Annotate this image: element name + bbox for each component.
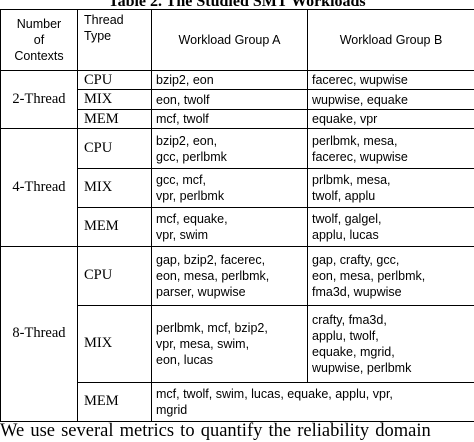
header-group-b: Workload Group B [308, 10, 474, 71]
group-a-cell: gap, bzip2, facerec, eon, mesa, perlbmk,… [152, 246, 308, 305]
table-row: 2-Thread CPU bzip2, eon facerec, wupwise [1, 70, 474, 90]
group-b-cell: prlbmk, mesa, twolf, applu [308, 168, 474, 207]
group-b-cell: equake, vpr [308, 109, 474, 129]
body-text-line: We use several metrics to quantify the r… [0, 420, 474, 442]
group-b-cell: perlbmk, mesa, facerec, wupwise [308, 129, 474, 168]
merged-workload-cell: mcf, twolf, swim, lucas, equake, applu, … [152, 382, 474, 421]
header-contexts: Number of Contexts [1, 10, 78, 71]
contexts-cell: 4-Thread [1, 129, 78, 246]
thread-type-cell: MIX [78, 305, 152, 382]
thread-type-cell: CPU [78, 246, 152, 305]
thread-type-cell: MEM [78, 207, 152, 246]
thread-type-cell: CPU [78, 129, 152, 168]
header-row: Number of Contexts Thread Type Workload … [1, 10, 474, 71]
thread-type-cell: MEM [78, 109, 152, 129]
group-a-cell: mcf, twolf [152, 109, 308, 129]
group-a-cell: gcc, mcf, vpr, perlbmk [152, 168, 308, 207]
group-a-cell: bzip2, eon, gcc, perlbmk [152, 129, 308, 168]
group-a-cell: perlbmk, mcf, bzip2, vpr, mesa, swim, eo… [152, 305, 308, 382]
table-row: 4-Thread CPU bzip2, eon, gcc, perlbmk pe… [1, 129, 474, 168]
group-b-cell: wupwise, equake [308, 90, 474, 110]
header-thread-type: Thread Type [78, 10, 152, 71]
thread-type-cell: MIX [78, 168, 152, 207]
thread-type-cell: CPU [78, 70, 152, 90]
group-b-cell: facerec, wupwise [308, 70, 474, 90]
header-group-a: Workload Group A [152, 10, 308, 71]
workloads-table: Number of Contexts Thread Type Workload … [0, 9, 474, 422]
group-a-cell: mcf, equake, vpr, swim [152, 207, 308, 246]
group-b-cell: crafty, fma3d, applu, twolf, equake, mgr… [308, 305, 474, 382]
thread-type-cell: MIX [78, 90, 152, 110]
contexts-cell: 2-Thread [1, 70, 78, 129]
group-a-cell: bzip2, eon [152, 70, 308, 90]
group-a-cell: eon, twolf [152, 90, 308, 110]
table-row: 8-Thread CPU gap, bzip2, facerec, eon, m… [1, 246, 474, 305]
thread-type-cell: MEM [78, 382, 152, 421]
contexts-cell: 8-Thread [1, 246, 78, 421]
group-b-cell: gap, crafty, gcc, eon, mesa, perlbmk, fm… [308, 246, 474, 305]
group-b-cell: twolf, galgel, applu, lucas [308, 207, 474, 246]
